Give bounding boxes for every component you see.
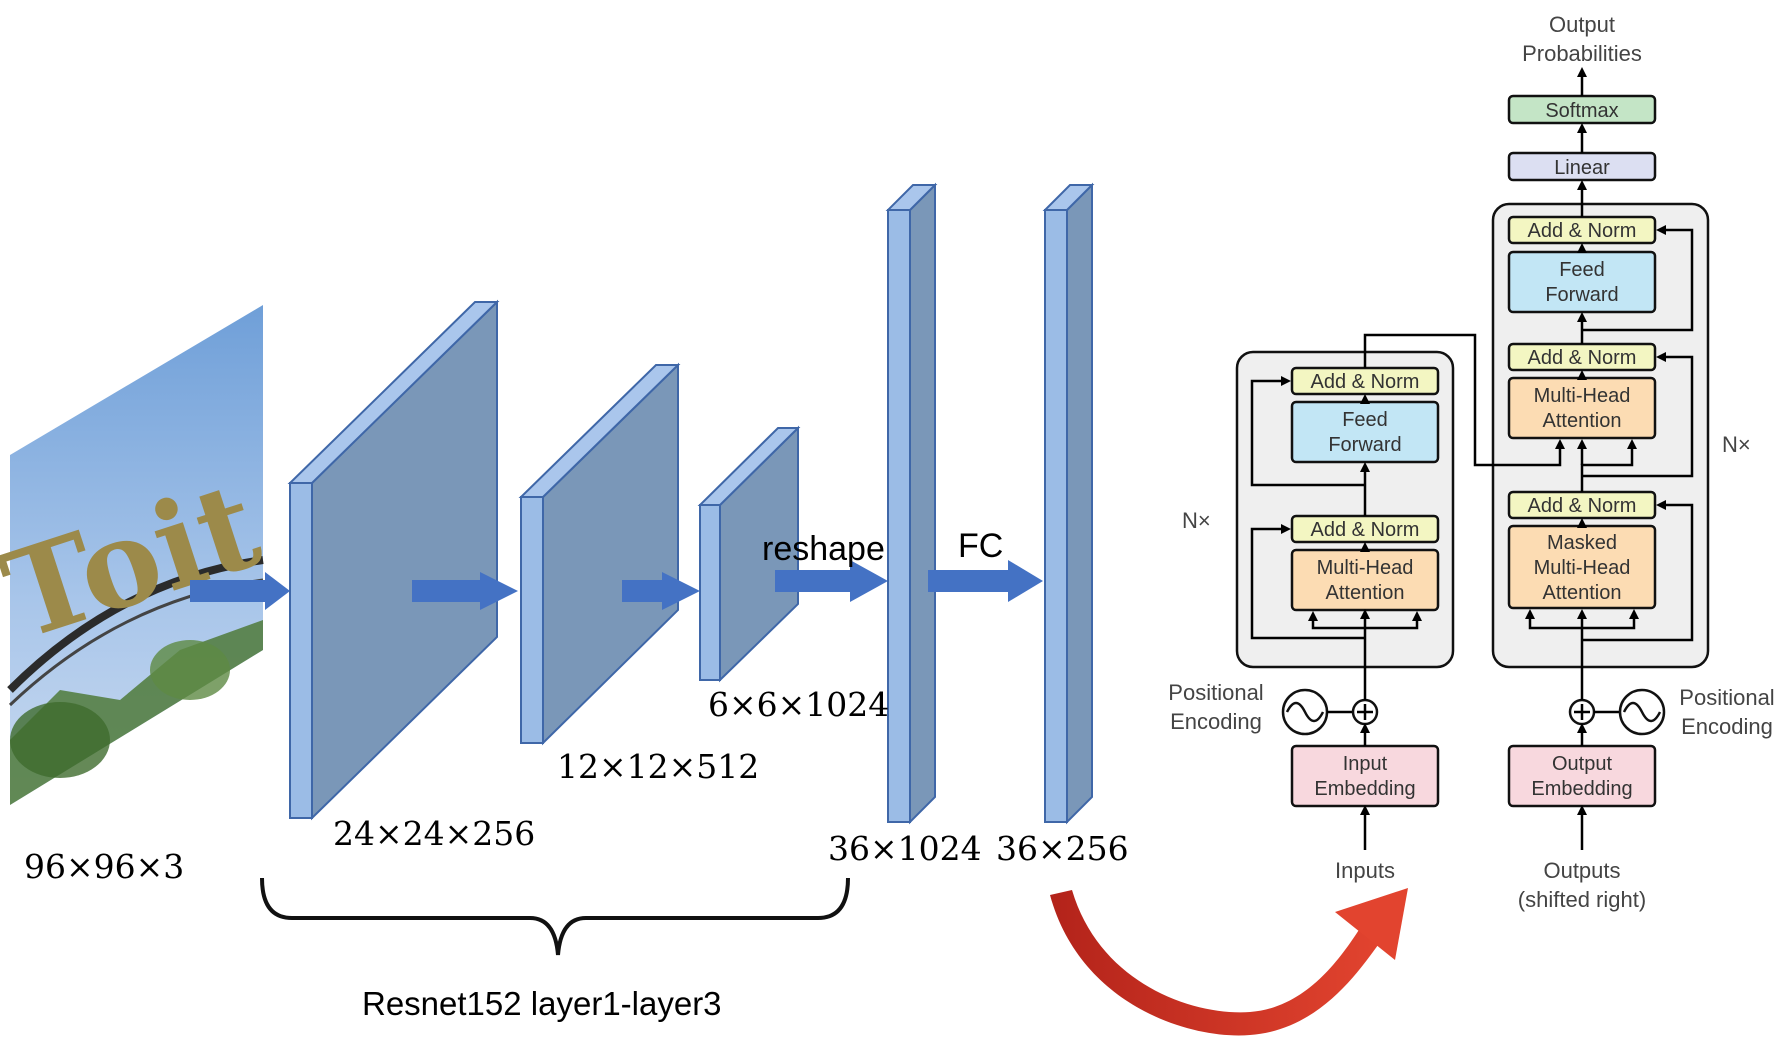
fc-bar: [1042, 182, 1095, 825]
reshape-label: reshape: [762, 530, 885, 568]
cnn-arrow-3: [622, 572, 700, 610]
encoder-add-norm-bottom: Add & Norm: [1290, 514, 1440, 544]
svg-text:Multi-Head: Multi-Head: [1534, 557, 1631, 579]
layer2-dim-label: 12×12×512: [557, 747, 759, 786]
encoder-multi-head-attention: Multi-Head Attention: [1290, 548, 1440, 612]
reshape-dim-label: 36×1024: [828, 829, 982, 868]
resnet-brace-label: Resnet152 layer1-layer3: [362, 985, 722, 1022]
svg-text:Encoding: Encoding: [1170, 709, 1262, 734]
cnn-arrow-1: [190, 572, 290, 610]
svg-text:Embedding: Embedding: [1314, 778, 1415, 800]
svg-text:(shifted right): (shifted right): [1518, 887, 1646, 912]
decoder-nx-label: N×: [1722, 432, 1751, 457]
encoder-add-norm-top: Add & Norm: [1290, 366, 1440, 396]
svg-text:Input: Input: [1343, 753, 1388, 775]
decoder-add-norm-top: Add & Norm: [1507, 215, 1657, 245]
layer2-block: [518, 362, 681, 746]
input-dim-label: 96×96×3: [24, 847, 184, 886]
svg-text:Add & Norm: Add & Norm: [1528, 220, 1637, 242]
svg-text:Add & Norm: Add & Norm: [1311, 519, 1420, 541]
svg-text:Linear: Linear: [1554, 157, 1610, 179]
svg-text:Forward: Forward: [1545, 284, 1618, 306]
encoder-positional-encoding: Positional Encoding: [1168, 680, 1379, 736]
encoder-nx-label: N×: [1182, 508, 1211, 533]
decoder-multi-head-attention: Multi-Head Attention: [1507, 376, 1657, 440]
svg-text:Embedding: Embedding: [1531, 778, 1632, 800]
svg-text:Multi-Head: Multi-Head: [1317, 557, 1414, 579]
decoder-masked-attention: Masked Multi-Head Attention: [1507, 524, 1657, 610]
decoder-positional-encoding: Positional Encoding: [1568, 685, 1775, 739]
svg-text:Add & Norm: Add & Norm: [1528, 347, 1637, 369]
encoder-block: [1235, 350, 1455, 669]
input-image: Toit: [0, 305, 275, 805]
layer3-block: [697, 425, 801, 683]
svg-text:Multi-Head: Multi-Head: [1534, 385, 1631, 407]
fc-label: FC: [958, 527, 1003, 565]
svg-text:Softmax: Softmax: [1545, 100, 1618, 122]
svg-text:Masked: Masked: [1547, 532, 1617, 554]
svg-text:Outputs: Outputs: [1543, 858, 1620, 883]
reshape-arrow: [775, 560, 888, 602]
output-probs-label: Output Probabilities: [1522, 12, 1642, 66]
softmax-box: Softmax: [1507, 94, 1657, 125]
layer1-block: [287, 299, 500, 821]
fc-dim-label: 36×256: [996, 829, 1129, 868]
input-embedding-box: Input Embedding: [1290, 744, 1440, 808]
layer3-dim-label: 6×6×1024: [708, 685, 889, 724]
resnet-brace: [260, 877, 850, 956]
svg-text:Attention: Attention: [1326, 582, 1405, 604]
reshape-bar: [885, 182, 938, 825]
svg-text:Positional: Positional: [1679, 685, 1774, 710]
decoder-add-norm-middle: Add & Norm: [1507, 342, 1657, 372]
encoder-feed-forward: Feed Forward: [1290, 400, 1440, 464]
svg-text:Forward: Forward: [1328, 434, 1401, 456]
fc-arrow: [928, 560, 1043, 602]
inputs-label: Inputs: [1335, 858, 1395, 883]
transformer-connections: [1250, 67, 1694, 850]
svg-text:Attention: Attention: [1543, 410, 1622, 432]
decoder-feed-forward: Feed Forward: [1507, 250, 1657, 314]
output-embedding-box: Output Embedding: [1507, 744, 1657, 808]
svg-text:Encoding: Encoding: [1681, 714, 1773, 739]
svg-text:Add & Norm: Add & Norm: [1528, 495, 1637, 517]
svg-text:Add & Norm: Add & Norm: [1311, 371, 1420, 393]
decoder-add-norm-bottom: Add & Norm: [1507, 490, 1657, 520]
svg-text:Attention: Attention: [1543, 582, 1622, 604]
cnn-arrow-2: [412, 572, 518, 610]
svg-text:Feed: Feed: [1559, 259, 1605, 281]
linear-box: Linear: [1507, 151, 1657, 182]
svg-text:Output: Output: [1552, 753, 1612, 775]
svg-text:Probabilities: Probabilities: [1522, 41, 1642, 66]
outputs-label: Outputs (shifted right): [1518, 858, 1646, 912]
layer1-dim-label: 24×24×256: [333, 814, 535, 853]
svg-text:Output: Output: [1549, 12, 1615, 37]
red-curved-arrow: [1050, 888, 1408, 1036]
svg-text:Positional: Positional: [1168, 680, 1263, 705]
svg-text:Feed: Feed: [1342, 409, 1388, 431]
